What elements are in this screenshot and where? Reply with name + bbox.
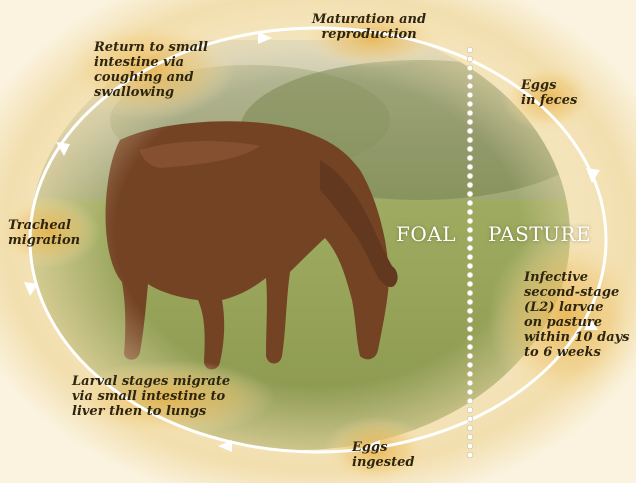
step-tracheal-migration: Tracheal migration: [8, 218, 80, 248]
step-eggs-in-feces: Eggs in feces: [521, 78, 577, 108]
region-label-pasture: PASTURE: [488, 222, 591, 246]
step-return-to-small-intestine: Return to small intestine via coughing a…: [94, 40, 208, 100]
step-larval-migration: Larval stages migrate via small intestin…: [72, 374, 230, 419]
step-infective-l2-larvae: Infective second-stage (L2) larvae on pa…: [524, 270, 630, 360]
step-maturation-reproduction: Maturation and reproduction: [312, 12, 426, 42]
step-eggs-ingested: Eggs ingested: [352, 440, 414, 470]
region-label-foal: FOAL: [396, 222, 456, 246]
